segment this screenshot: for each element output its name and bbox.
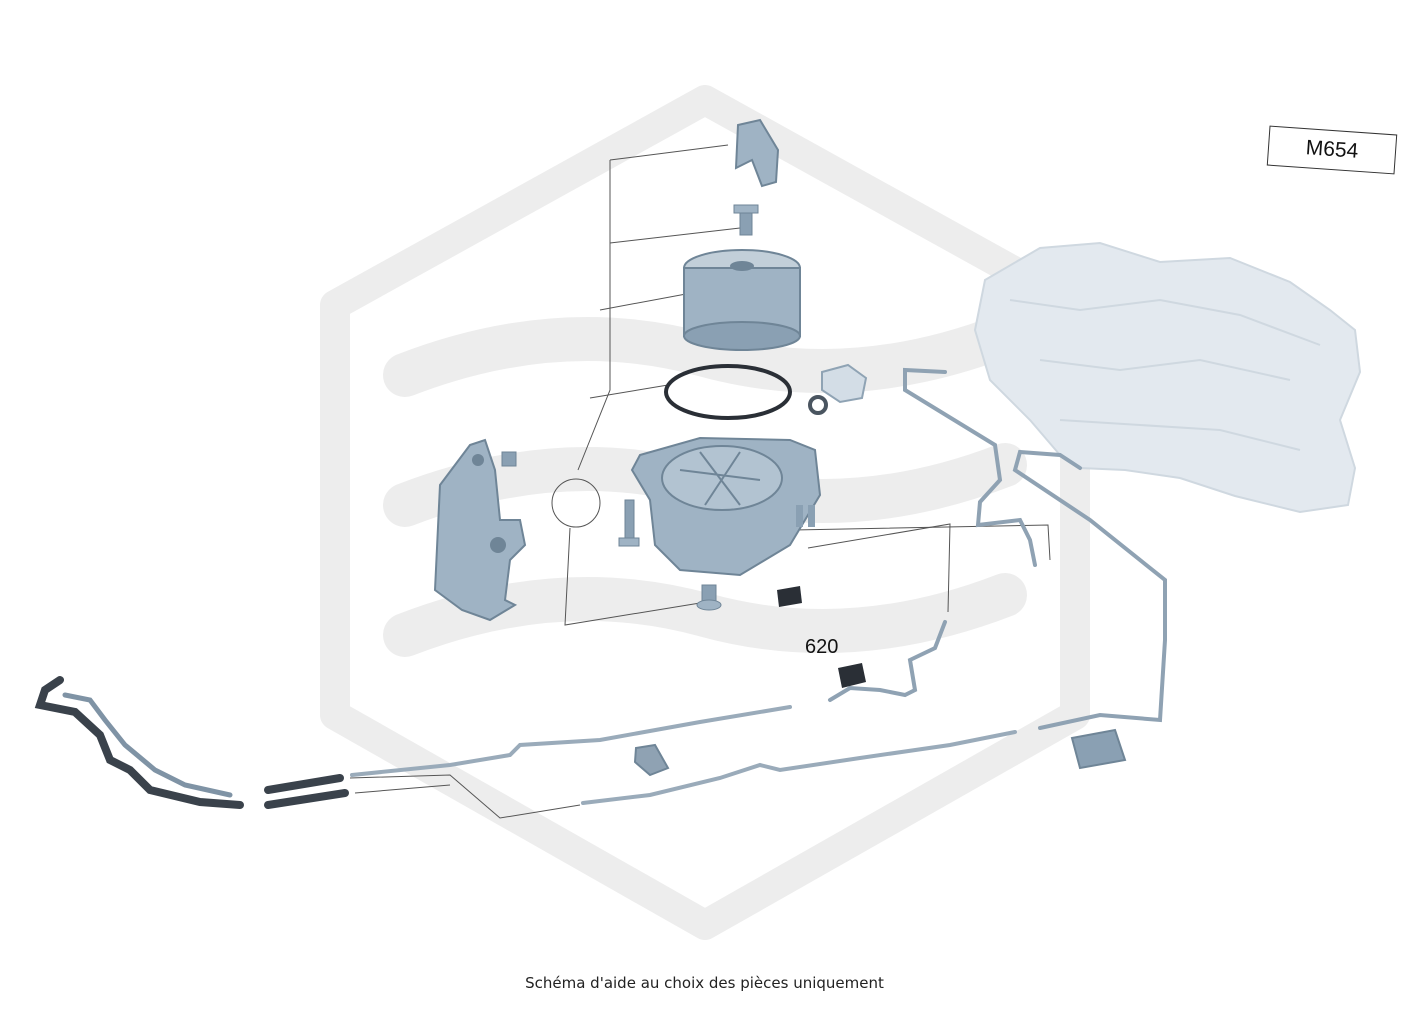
leader-lines <box>349 144 1051 819</box>
line-clip <box>633 743 670 777</box>
diagram-caption: Schéma d'aide au choix des pièces unique… <box>525 974 884 992</box>
fuel-line-620-assembly <box>828 620 947 702</box>
mounting-bracket <box>433 438 527 622</box>
fuel-tank <box>973 241 1362 514</box>
filter-element <box>683 249 801 351</box>
long-fuel-lines <box>350 705 1017 805</box>
housing-bolt <box>618 499 640 547</box>
sensor-clip <box>821 363 868 404</box>
fuel-line-upper-right <box>903 367 1037 567</box>
fuel-line-tank-return <box>1012 449 1167 730</box>
filter-o-ring <box>664 364 792 420</box>
filter-housing <box>630 436 822 577</box>
rubber-grommet <box>777 586 802 607</box>
small-seal <box>808 395 828 415</box>
drain-plug <box>696 584 722 611</box>
part-callout-620[interactable]: 620 <box>805 636 839 658</box>
bracket-bolt <box>733 204 759 236</box>
damper-part-620 <box>838 663 866 688</box>
upper-bracket <box>734 118 780 188</box>
control-module <box>1070 728 1127 770</box>
left-hose-assembly <box>34 676 349 809</box>
